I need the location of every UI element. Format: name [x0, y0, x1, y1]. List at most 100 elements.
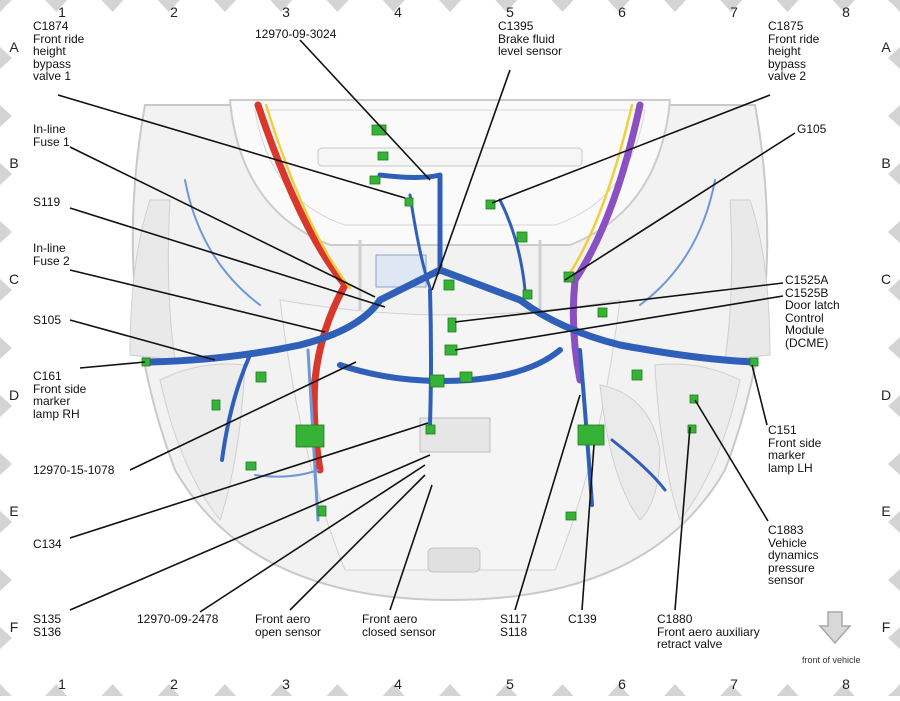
grid-row-right-C: C	[880, 271, 892, 287]
callout-label-s135: S135 S136	[33, 612, 62, 639]
border-tab	[495, 0, 518, 12]
callout-label-s105: S105	[33, 313, 62, 327]
border-tab	[776, 0, 799, 12]
callout-label-c151: C151 Front side marker lamp LH	[768, 423, 822, 475]
grid-col-bottom-6: 6	[618, 676, 626, 692]
border-tab	[832, 684, 855, 696]
border-tab	[888, 47, 900, 69]
border-tab	[888, 453, 900, 475]
border-tab	[607, 684, 630, 696]
border-tab	[157, 684, 180, 696]
grid-col-bottom-7: 7	[730, 676, 738, 692]
border-tab	[439, 0, 461, 12]
border-tab	[888, 685, 900, 701]
grid-row-left-D: D	[8, 387, 20, 403]
border-tab	[720, 0, 743, 12]
border-tab	[326, 0, 349, 12]
border-tab	[0, 0, 12, 11]
callout-label-c1875: C1875 Front ride height bypass valve 2	[768, 19, 820, 83]
border-tab	[45, 684, 68, 696]
grid-col-bottom-2: 2	[170, 676, 178, 692]
border-tab	[832, 0, 855, 12]
border-tab	[888, 569, 900, 591]
border-tab	[888, 511, 900, 533]
border-tab	[45, 0, 68, 12]
border-tab	[776, 684, 799, 696]
border-tab	[382, 684, 405, 696]
border-tab	[664, 0, 686, 12]
border-tab	[214, 0, 236, 12]
callout-label-c139: C139	[568, 612, 597, 626]
border-tab	[0, 453, 12, 475]
grid-col-bottom-5: 5	[506, 676, 514, 692]
border-tab	[888, 627, 900, 649]
border-tab	[0, 337, 12, 359]
grid-row-right-F: F	[881, 619, 891, 635]
border-tab	[157, 0, 180, 12]
callout-label-c1395: C1395 Brake fluid level sensor	[498, 19, 563, 58]
border-tab	[495, 684, 518, 696]
callout-label-c1883: C1883 Vehicle dynamics pressure sensor	[768, 523, 819, 587]
grid-row-left-C: C	[8, 271, 20, 287]
connectors	[141, 124, 759, 521]
border-tab	[888, 279, 900, 301]
callout-label-aeroClosed: Front aero closed sensor	[362, 612, 437, 639]
border-tab	[439, 684, 461, 696]
border-tab	[888, 395, 900, 417]
border-tab	[0, 627, 12, 649]
border-tab	[551, 684, 574, 696]
border-tab	[0, 47, 12, 69]
grid-row-left-F: F	[9, 619, 19, 635]
border-tab	[607, 0, 630, 12]
border-tab	[270, 0, 293, 12]
leader-lines	[57, 39, 796, 613]
border-tab	[270, 684, 293, 696]
grid-col-top-2: 2	[170, 4, 178, 20]
callout-label-c1880: C1880 Front aero auxiliary retract valve	[657, 612, 760, 651]
border-tab	[382, 0, 405, 12]
callout-label-p1078: 12970-15-1078	[33, 463, 115, 477]
callout-label-s117: S117 S118	[500, 612, 528, 639]
callout-label-c1874: C1874 Front ride height bypass valve 1	[33, 19, 85, 83]
callout-label-c1525: C1525A C1525B Door latch Control Module …	[785, 273, 840, 350]
border-tab	[0, 221, 12, 243]
grid-col-bottom-8: 8	[842, 676, 850, 692]
border-tab	[888, 337, 900, 359]
grid-row-left-A: A	[9, 39, 19, 55]
grid-col-top-5: 5	[506, 4, 514, 20]
border-tab	[0, 685, 12, 701]
border-tab	[0, 569, 12, 591]
border-tab	[888, 221, 900, 243]
grid-col-bottom-3: 3	[282, 676, 290, 692]
grid-row-right-D: D	[880, 387, 892, 403]
border-tab	[0, 105, 12, 127]
callout-label-fuse2: In-line Fuse 2	[33, 241, 70, 268]
front-of-vehicle-caption: front of vehicle	[802, 655, 861, 665]
grid-row-right-A: A	[881, 39, 891, 55]
grid-col-top-6: 6	[618, 4, 626, 20]
border-tab	[0, 395, 12, 417]
grid-row-right-E: E	[881, 503, 891, 519]
grid-col-bottom-4: 4	[394, 676, 402, 692]
grid-col-top-8: 8	[842, 4, 850, 20]
grid-col-bottom-1: 1	[58, 676, 66, 692]
callout-label-fuse1: In-line Fuse 1	[33, 122, 70, 149]
border-tab	[888, 0, 900, 11]
border-tab	[214, 684, 236, 696]
callout-label-aeroOpen: Front aero open sensor	[255, 612, 322, 639]
border-tab	[101, 684, 124, 696]
callout-label-p3024: 12970-09-3024	[255, 27, 337, 41]
border-tab	[0, 163, 12, 185]
grid-row-left-E: E	[9, 503, 19, 519]
grid-col-top-3: 3	[282, 4, 290, 20]
border-tab	[720, 684, 743, 696]
grid-col-top-7: 7	[730, 4, 738, 20]
grid-col-top-4: 4	[394, 4, 402, 20]
grid-row-right-B: B	[881, 155, 891, 171]
grid-row-left-B: B	[9, 155, 19, 171]
callout-label-p2478: 12970-09-2478	[137, 612, 219, 626]
border-tab	[664, 684, 686, 696]
callout-label-c134: C134	[33, 537, 62, 551]
